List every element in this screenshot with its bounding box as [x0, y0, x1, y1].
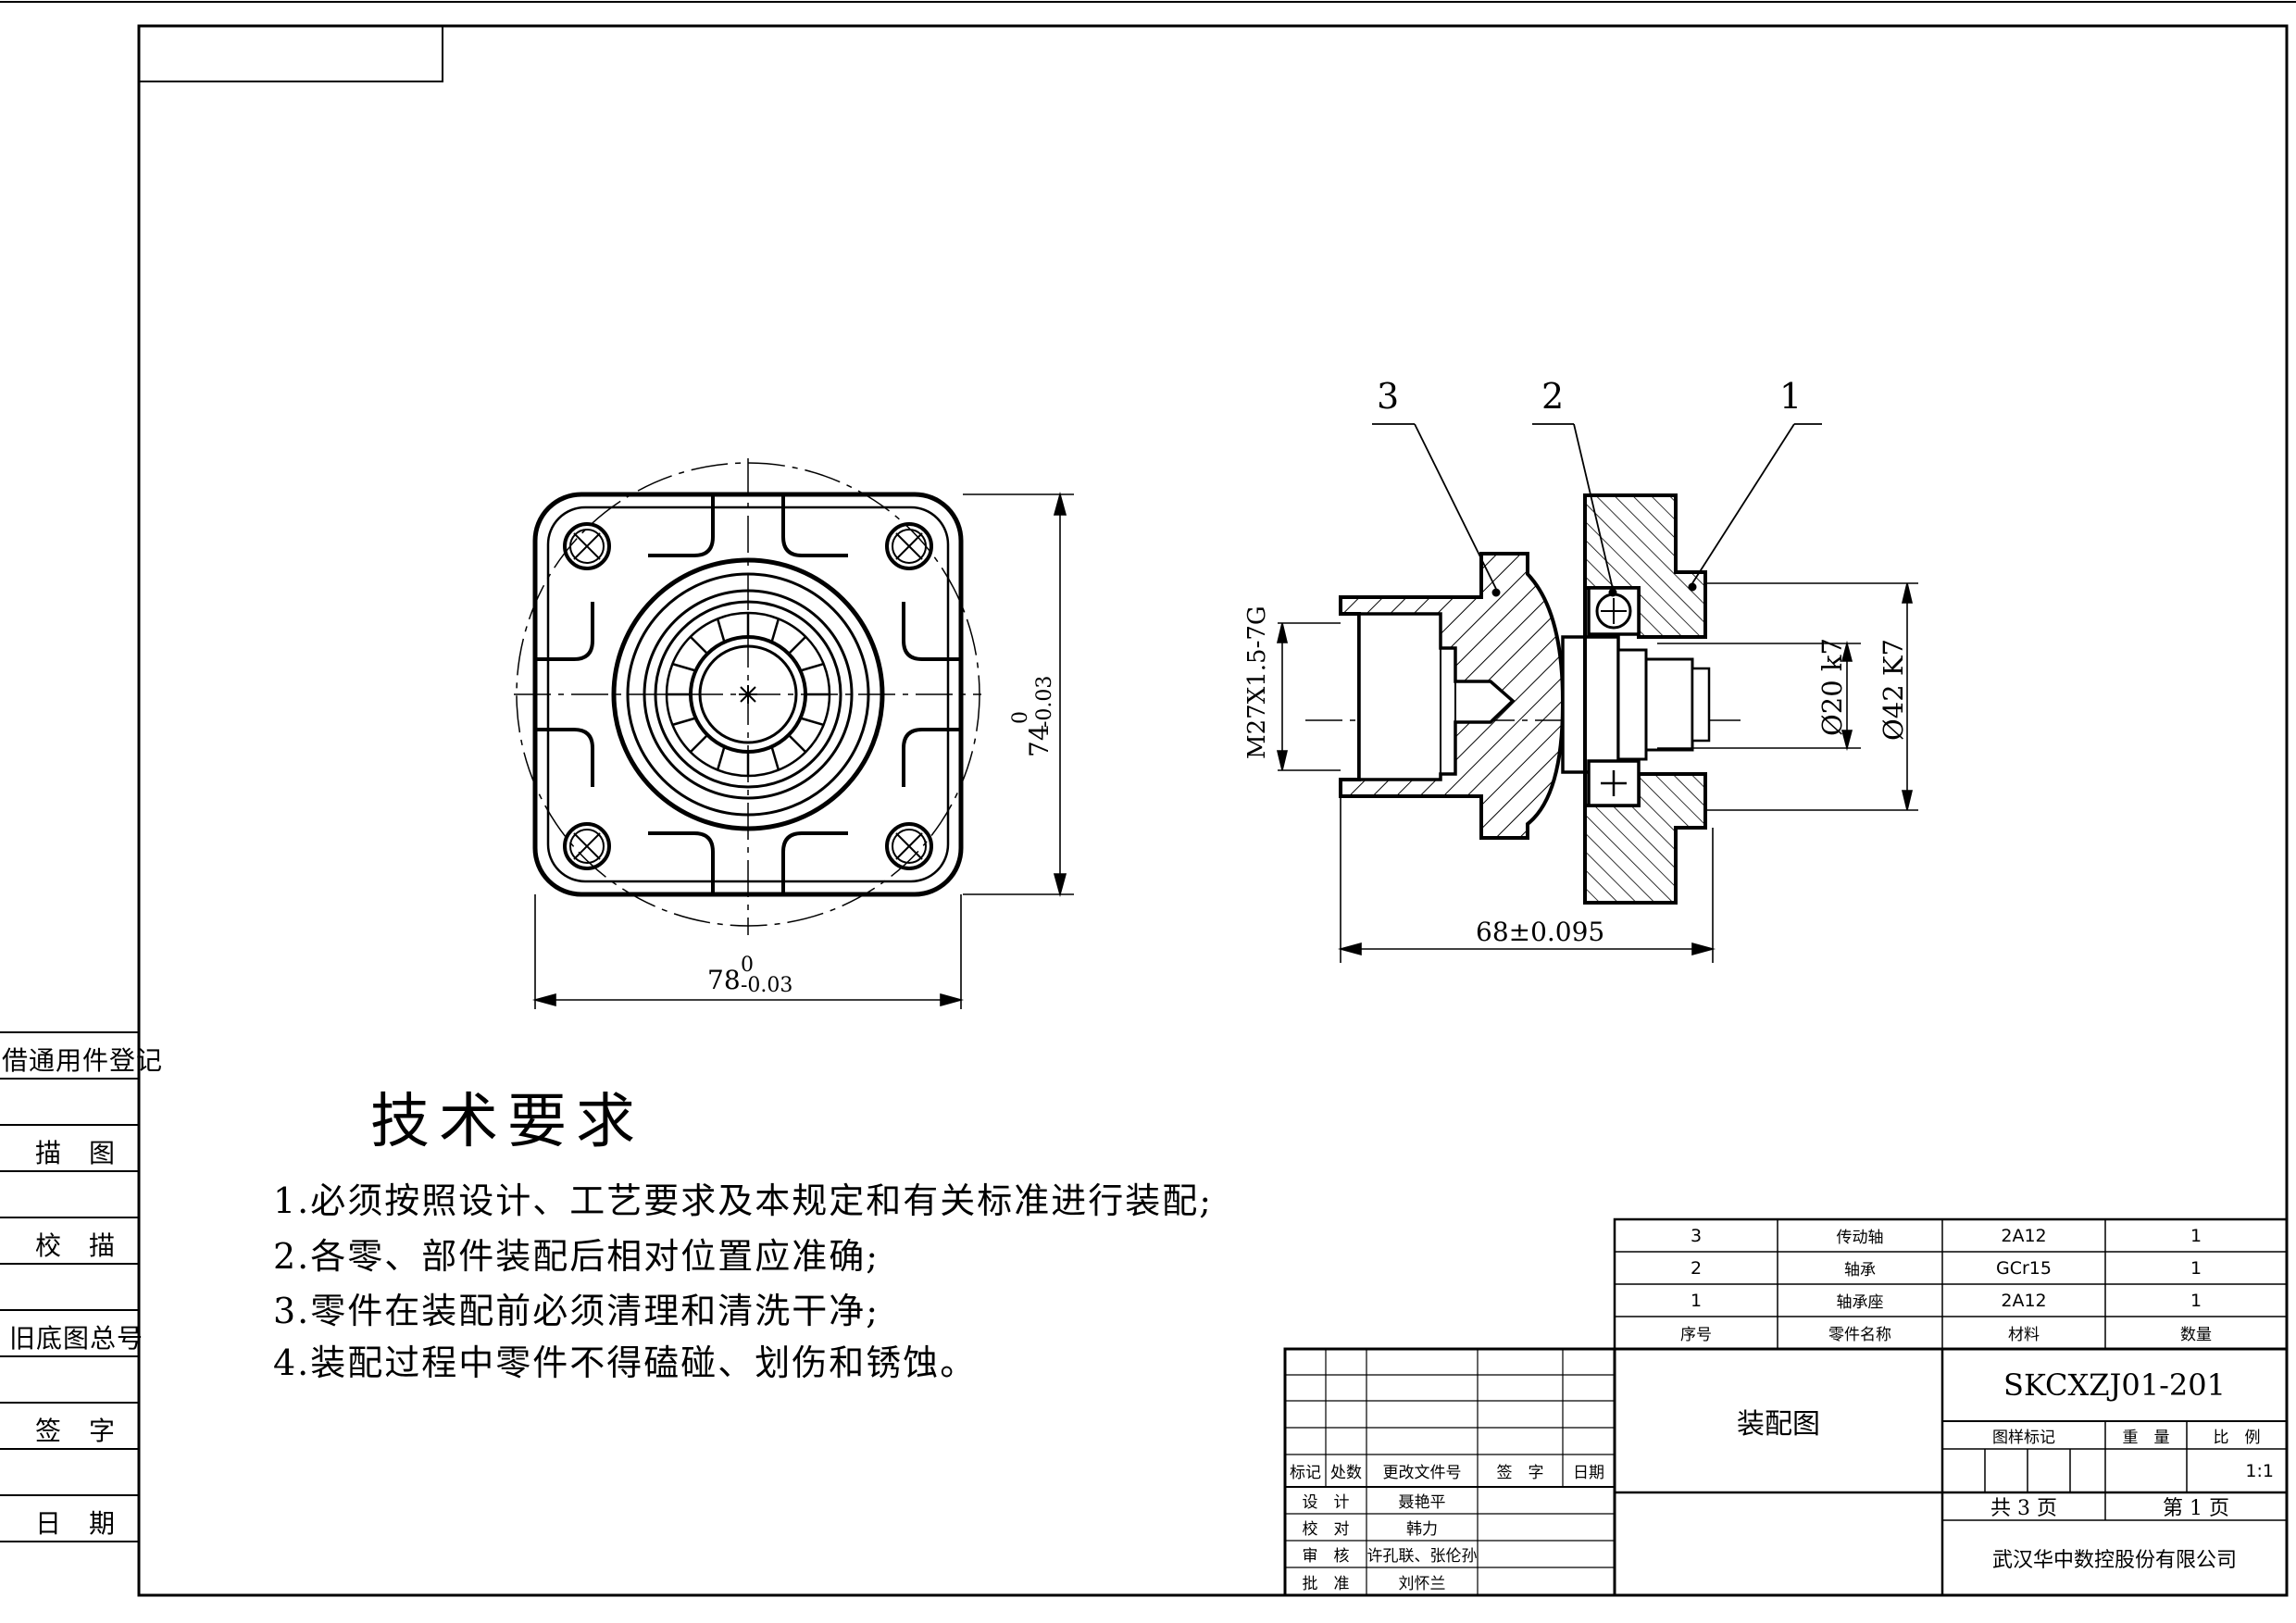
part-row-3-qty: 1	[2190, 1225, 2202, 1246]
tech-requirement-1: 1.必须按照设计、工艺要求及本规定和有关标准进行装配;	[273, 1180, 1214, 1221]
stamp-trace: 描 图	[35, 1138, 117, 1168]
balloon-1: 1	[1779, 376, 1803, 417]
dim-width: 78 0 -0.03	[707, 954, 837, 1000]
page-number: 第 1 页	[2163, 1497, 2229, 1520]
role-approve: 批 准	[1302, 1574, 1350, 1593]
stamp-borrow-register: 借通用件登记	[2, 1045, 164, 1076]
rev-header-date: 日期	[1573, 1464, 1604, 1482]
stamp-check-trace: 校 描	[35, 1230, 117, 1261]
part-row-2-name: 轴承	[1844, 1261, 1876, 1280]
dim-height: 74 0 -0.03	[1009, 518, 1083, 757]
name-approve: 刘怀兰	[1398, 1574, 1446, 1593]
rev-header-doc: 更改文件号	[1382, 1464, 1462, 1482]
left-stamp-column-lines	[0, 1031, 139, 1542]
parts-header-material: 材料	[2008, 1326, 2040, 1344]
parts-header-name: 零件名称	[1828, 1326, 1891, 1344]
dim-width-tol-upper: 0	[741, 954, 754, 977]
scale-label: 比 例	[2213, 1428, 2261, 1447]
balloon-3: 3	[1377, 376, 1400, 417]
name-review: 许孔联、张伦孙	[1366, 1547, 1478, 1566]
role-review: 审 核	[1302, 1547, 1350, 1566]
part-row-2-material: GCr15	[1996, 1257, 2052, 1279]
section-view	[1276, 423, 1918, 963]
part-row-3-name: 传动轴	[1836, 1229, 1884, 1247]
stage-mark-label: 图样标记	[1992, 1428, 2055, 1447]
name-design: 聂艳平	[1398, 1493, 1446, 1512]
rev-header-count: 处数	[1330, 1464, 1362, 1482]
part-row-1-material: 2A12	[2001, 1290, 2047, 1311]
title-block-lines	[1283, 1217, 2289, 1597]
dim-housing-dia: Ø42 K7	[1878, 638, 1909, 741]
rev-header-mark: 标记	[1290, 1464, 1321, 1482]
role-design: 设 计	[1302, 1493, 1350, 1512]
tech-requirement-3: 3.零件在装配前必须清理和清洗干净;	[273, 1291, 880, 1331]
name-check: 韩力	[1406, 1520, 1438, 1539]
part-row-1-name: 轴承座	[1836, 1293, 1884, 1312]
dim-height-tol-upper: 0	[1009, 711, 1032, 724]
dim-width-value: 78	[707, 965, 741, 995]
drawing-number: SKCXZJ01-201	[2003, 1367, 2226, 1403]
stamp-signature: 签 字	[35, 1416, 117, 1446]
drawing-name: 装配图	[1737, 1407, 1820, 1441]
company-name: 武汉华中数控股份有限公司	[1991, 1548, 2237, 1572]
end-view	[514, 458, 1074, 1009]
tech-requirements-title: 技术要求	[370, 1088, 644, 1156]
part-row-1-no: 1	[1690, 1290, 1703, 1311]
rev-header-sign: 签 字	[1496, 1464, 1544, 1482]
parts-header-no: 序号	[1680, 1326, 1712, 1344]
dim-height-value: 74	[1024, 724, 1054, 757]
dim-height-tol-lower: -0.03	[1033, 675, 1056, 728]
weight-label: 重 量	[2122, 1428, 2170, 1447]
parts-header-qty: 数量	[2180, 1326, 2212, 1344]
part-row-2-no: 2	[1690, 1257, 1703, 1279]
dim-length: 68±0.095	[1476, 917, 1605, 947]
part-row-1-qty: 1	[2190, 1290, 2202, 1311]
balloon-2: 2	[1541, 376, 1565, 417]
part-row-3-material: 2A12	[2001, 1225, 2047, 1246]
dim-width-tol-lower: -0.03	[741, 974, 793, 997]
tech-requirement-4: 4.装配过程中零件不得磕碰、划伤和锈蚀。	[273, 1342, 978, 1383]
part-row-3-no: 3	[1690, 1225, 1703, 1246]
scale-value: 1:1	[2245, 1460, 2274, 1481]
part-row-2-qty: 1	[2190, 1257, 2202, 1279]
total-pages: 共 3 页	[1990, 1497, 2057, 1520]
dim-shaft-dia: Ø20 k7	[1816, 638, 1848, 736]
tech-requirement-2: 2.各零、部件装配后相对位置应准确;	[273, 1236, 880, 1277]
role-check: 校 对	[1302, 1520, 1350, 1539]
stamp-old-base-number: 旧底图总号	[9, 1323, 144, 1354]
dim-thread: M27X1.5-7G	[1243, 606, 1271, 759]
stamp-date: 日 期	[35, 1508, 117, 1539]
